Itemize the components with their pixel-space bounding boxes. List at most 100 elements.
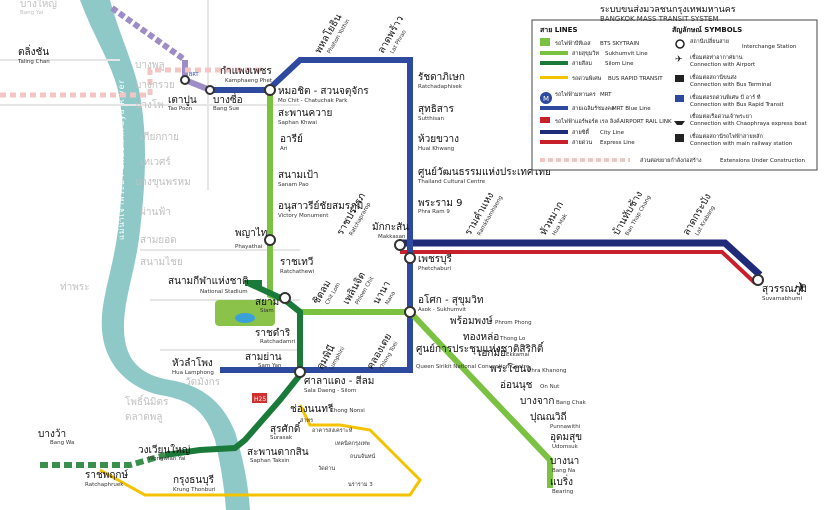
interchange-mo-chit xyxy=(264,84,276,96)
station-ari-th: อารีย์ xyxy=(280,133,303,145)
station-ratchathewi-th: ราชเทวี xyxy=(280,256,313,268)
station-ratchadamri-en: Ratchadamri xyxy=(260,339,296,345)
brt-technic: เทคนิคกรุงเทพ xyxy=(335,440,370,447)
legend-express-swatch xyxy=(540,140,568,144)
station-surasak-en: Surasak xyxy=(270,435,293,441)
station-tao-poon-th: เตาปูน xyxy=(168,95,197,106)
station-krung-thonburi-en: Krung Thonburi xyxy=(173,487,216,493)
legend-sym-train-th: เชื่อมต่อสถานีรถไฟฟ้าสายหลัก xyxy=(690,132,763,140)
interchange-symbol-icon xyxy=(675,39,685,49)
legend-box xyxy=(531,19,818,171)
bts-logo-icon xyxy=(540,38,550,46)
station-saphan-khwai-th: สะพานควาย xyxy=(278,108,332,119)
station-victory-en: Victory Monument xyxy=(278,213,329,219)
interchange-asok xyxy=(404,306,416,318)
station-mo-chit-th: หมอชิต - สวนจตุจักร xyxy=(278,86,369,97)
station-bang-sue-en: Bang Sue xyxy=(213,106,240,112)
legend-sym-interchange-th: สถานีเปลี่ยนสาย xyxy=(690,37,729,45)
faint-taling-chan-en: Taling Chan xyxy=(17,59,50,65)
station-phayathai-en: Phayathai xyxy=(235,244,263,250)
station-chong-nonsi-en: Chong Nonsi xyxy=(330,408,365,414)
station-huai-khwang-th: ห้วยขวาง xyxy=(418,133,459,145)
stadium-icon xyxy=(235,313,255,323)
station-tao-poon-en: Tao Poon xyxy=(167,106,193,112)
faint-tha-phra-th: ท่าพระ xyxy=(60,282,90,293)
station-sam-yan-en: Sam Yan xyxy=(258,363,282,369)
station-phra-khanong-en: Phra Khanong xyxy=(528,368,566,374)
faint-thewet-th: เทเวศร์ xyxy=(140,156,171,168)
station-saphan-taksin-en: Saphan Taksin xyxy=(250,458,290,464)
station-phayathai-th: พญาไท xyxy=(235,227,267,239)
interchange-stations xyxy=(180,75,416,378)
suvarnabhumi-station xyxy=(752,274,764,286)
station-national-stadium-en: National Stadium xyxy=(200,289,248,295)
faint-bang-wa-en: Bang Wa xyxy=(50,440,74,446)
legend-express-th: สายด่วน xyxy=(572,139,592,146)
station-bearing-th: แบริ่ง xyxy=(550,474,573,488)
station-suvarnabhumi-en: Suvarnabhumi xyxy=(762,296,802,302)
station-phra-khanong-th: พระโขนง xyxy=(490,362,531,375)
legend-symbols-header: สัญลักษณ์ SYMBOLS xyxy=(672,25,742,34)
station-surasak-th: สุรศักดิ์ xyxy=(270,421,302,435)
station-sanam-pao-en: Sanam Pao xyxy=(278,182,309,188)
station-udom-suk-th: อุดมสุข xyxy=(550,432,582,443)
legend-arl-th: รถไฟฟ้าแอร์พอร์ต เรล ลิงค์ xyxy=(555,118,620,125)
faint-bang-pho-th: บางโพ xyxy=(135,98,164,111)
bus-terminal-symbol-icon xyxy=(675,75,684,82)
mrt-logo-letter: M xyxy=(543,95,549,103)
station-siam-th: สยาม xyxy=(255,297,279,308)
faint-ratchaphruek-en: Ratchaphruek xyxy=(85,482,124,488)
map-title-thai: ระบบขนส่งมวลชนกรุงเทพมหานคร xyxy=(600,5,736,15)
legend-city-en: City Line xyxy=(600,130,625,136)
legend: ระบบขนส่งมวลชนกรุงเทพมหานคร BANGKOK MASS… xyxy=(531,5,818,171)
station-ratchathewi-en: Ratchathewi xyxy=(280,269,315,275)
station-ratchadamri-th: ราชดำริ xyxy=(255,328,291,339)
legend-sukhumvit-swatch xyxy=(540,51,568,55)
faint-kiak-kai-th: เกียกกาย xyxy=(140,131,179,143)
station-bang-chak-en: Bang Chak xyxy=(556,400,587,406)
brt-symbol-icon xyxy=(675,95,684,102)
station-thong-lo-th: ทองหล่อ xyxy=(463,332,499,343)
legend-silom-swatch xyxy=(540,61,568,65)
station-asok-th: อโศก - สุขุมวิท xyxy=(418,293,483,306)
station-victory-th: อนุสาวรีย์ชัยสมรภูมิ xyxy=(278,200,363,212)
brt-wat-dan: วัดด่าน xyxy=(318,465,335,472)
station-hua-lamphong-th: หัวลำโพง xyxy=(172,356,213,369)
brt-badge-label: BRT xyxy=(189,72,200,78)
station-ratchadaphisek-th: รัชดาภิเษก xyxy=(418,72,465,83)
legend-city-swatch xyxy=(540,130,568,134)
station-bang-chak-th: บางจาก xyxy=(520,396,554,407)
interchange-tao-poon xyxy=(180,75,190,85)
mrt-logo-icon xyxy=(540,92,552,104)
faint-wat-mangkon-th: วัดมังกร xyxy=(185,377,221,388)
legend-blue-th: สายเฉลิมรัชมงคล xyxy=(572,105,614,112)
legend-arl-en: AIRPORT RAIL LINK xyxy=(620,119,672,125)
station-mo-chit-en: Mo Chit - Chatuchak Park xyxy=(278,98,348,104)
interchange-makkasan xyxy=(394,239,406,251)
faint-bang-khun-phrom-th: บางขุนพรหม xyxy=(135,177,191,188)
silom-extension-dashed xyxy=(40,452,166,468)
legend-sym-boat-th: เชื่อมต่อเรือด่วนเจ้าพระยา xyxy=(690,112,752,120)
legend-silom-th: สายสีลม xyxy=(572,60,592,67)
legend-silom-en: Silom Line xyxy=(605,61,634,67)
interchange-siam xyxy=(279,292,291,304)
station-kamphaeng-phet-en: Kamphaeng Phet xyxy=(225,78,273,84)
legend-lines-header: สาย LINES xyxy=(540,26,578,34)
brt-nararam-3: นราราม 3 xyxy=(348,482,373,488)
h25-badge xyxy=(252,393,267,403)
station-ratchadaphisek-en: Ratchadaphisek xyxy=(418,84,463,90)
legend-city-th: สายซิตี้ xyxy=(572,128,590,136)
station-ari-en: Ari xyxy=(280,146,288,152)
station-makkasan-en: Makkasan xyxy=(378,234,406,240)
station-ekkamai-th: เอกมัย xyxy=(478,348,506,359)
faint-bang-wa-th: บางว้า xyxy=(38,428,66,440)
legend-sym-airport-th: เชื่อมต่อท่าอากาศยาน xyxy=(690,53,743,61)
legend-sukhumvit-en: Sukhumvit Line xyxy=(605,51,648,57)
station-hua-lamphong-en: Hua Lamphong xyxy=(172,370,214,376)
station-sala-daeng-en: Sala Daeng - Silom xyxy=(304,388,356,394)
station-phrom-phong-en: Phrom Phong xyxy=(495,320,532,326)
faint-west-stations: บางใหญ่ Bang Yai ตลิ่งชัน Taling Chan บา… xyxy=(17,0,221,488)
legend-brt-th: รถด่วนพิเศษ xyxy=(572,75,602,82)
station-sanam-pao-th: สนามเป้า xyxy=(278,169,319,181)
